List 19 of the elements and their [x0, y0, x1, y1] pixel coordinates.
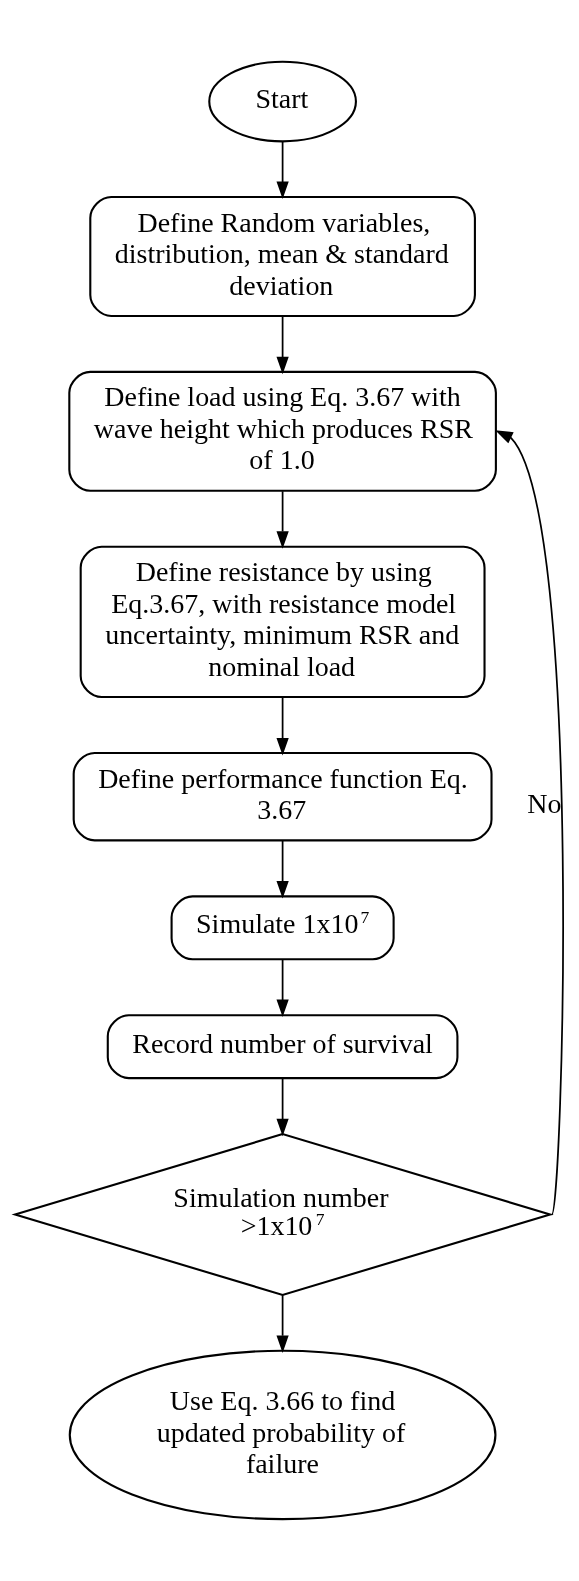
edge-label: No [527, 788, 562, 820]
arrow [276, 696, 289, 756]
node-box: Simulate 1x10$^{7}$ [170, 895, 395, 961]
arrow [276, 315, 289, 375]
arrow [276, 490, 289, 549]
arrow [276, 959, 289, 1018]
node-diamond: Simulation number >1x10$^{7}$ [11, 1133, 554, 1297]
node-box: Record number of survival [106, 1014, 459, 1080]
arrow [276, 840, 289, 899]
arrow [276, 140, 289, 200]
node-box: Define performance function Eq. 3.67 [72, 751, 493, 842]
arrow [495, 430, 564, 1216]
node-ellipse: Start [208, 60, 357, 143]
node-box: Define load using Eq. 3.67 with wave height which produces RSR of 1.0 [68, 370, 497, 492]
node-box: Define resistance by using Eq.3.67, with resistance model uncertainty, minimum RSR and nominal load [79, 545, 486, 699]
arrow [276, 1294, 289, 1353]
node-box: Define Random variables, distribution, mean & standard deviation [89, 196, 476, 317]
arrow [276, 1077, 289, 1137]
node-ellipse: Use Eq. 3.66 to find updated probability of failure [68, 1349, 497, 1521]
